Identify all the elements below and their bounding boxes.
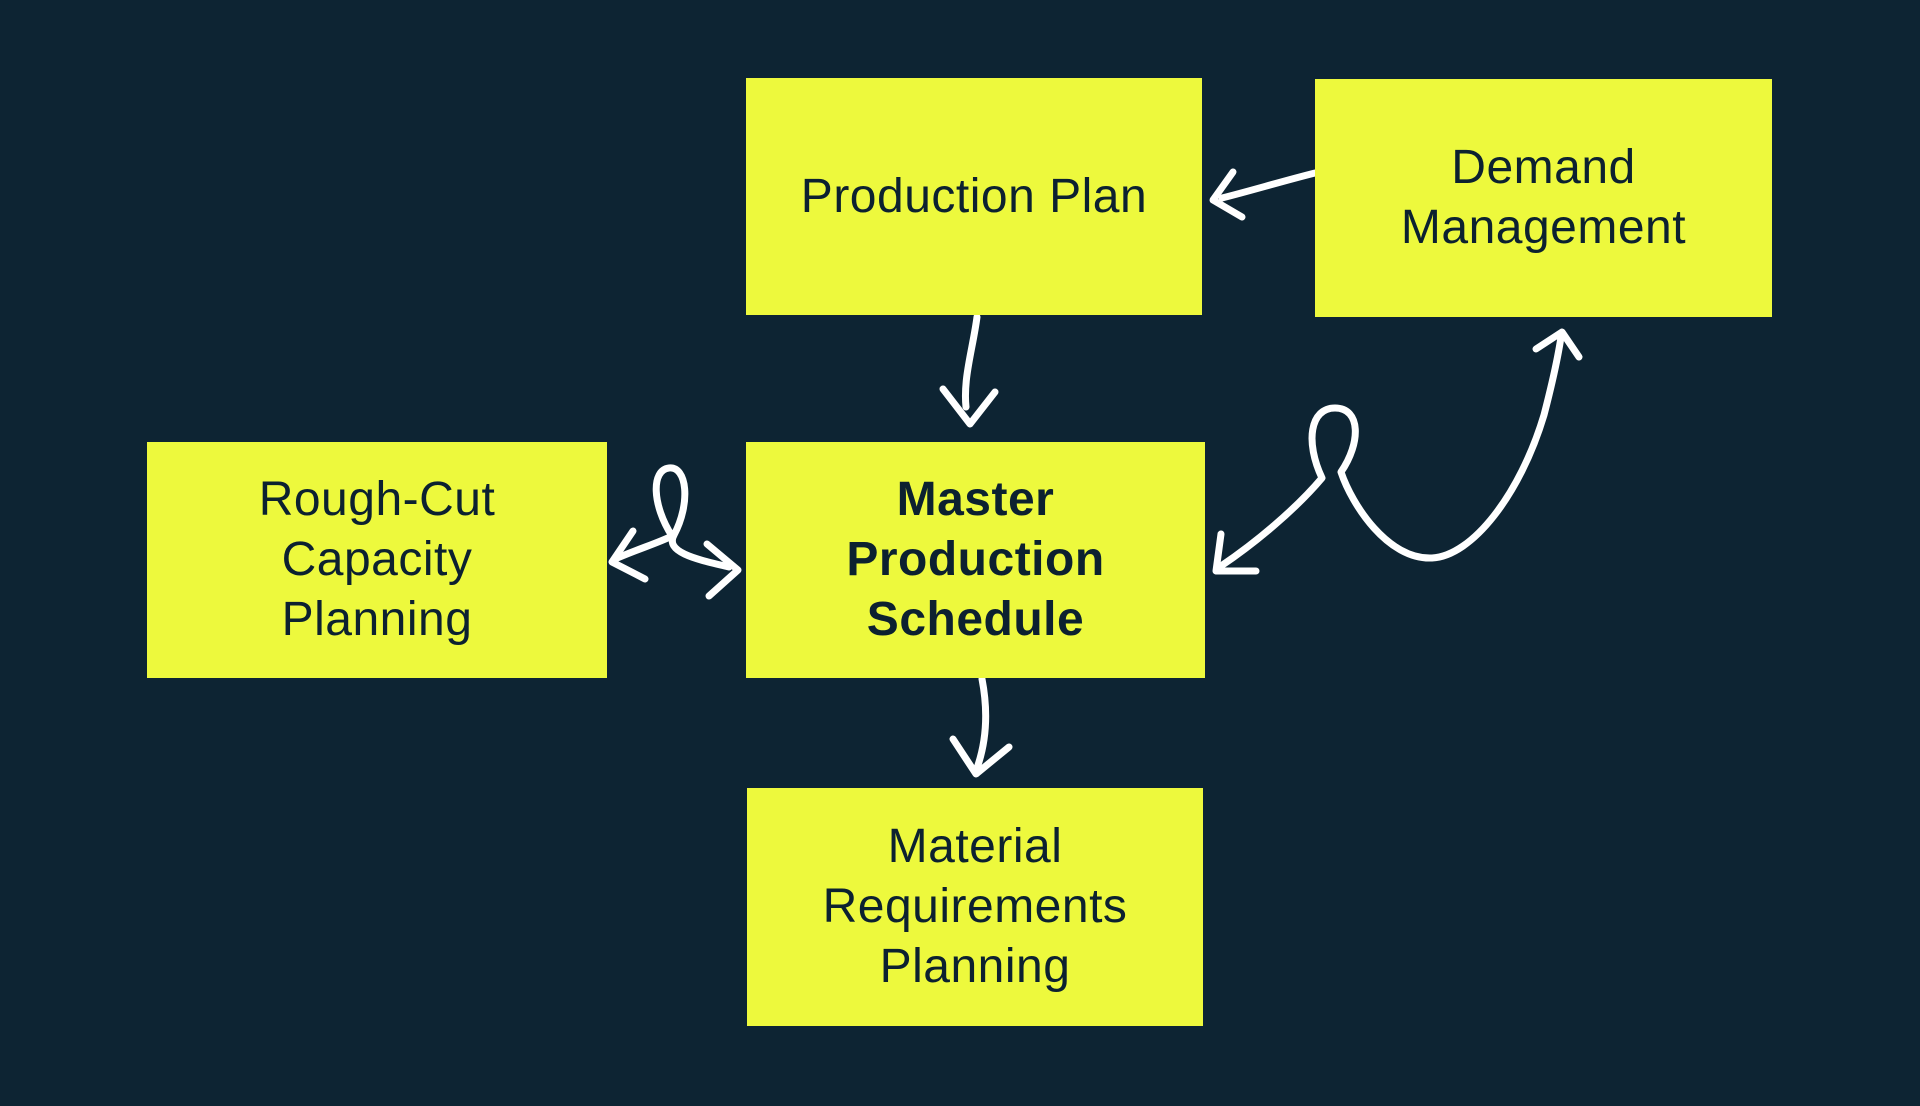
edge-shaft [973,675,990,772]
node-label-line: Schedule [866,593,1085,646]
edge-loop-shaft [611,464,733,571]
arrowhead-up-icon [1532,328,1583,361]
node-label-line: Production [846,533,1105,586]
node-demand-management: Demand Management [1315,79,1772,317]
edge-production-plan-to-master-production-schedule [939,313,999,428]
node-label-line: Management [1400,201,1687,254]
arrowhead-left-icon [608,527,649,583]
edge-master-production-schedule-to-material-requirements-planning [949,675,1013,778]
node-label-line: Material [887,820,1063,873]
edge-shaft [961,313,981,411]
node-label-line: Planning [879,940,1071,993]
node-label-line: Planning [281,593,473,646]
node-label-line: Master [896,473,1055,526]
node-label-line: Rough-Cut [258,473,496,526]
edge-loop-shaft [1217,333,1565,570]
node-label-line: Production Plan [800,169,1148,223]
node-label-line: Demand [1451,141,1636,194]
edge-rough-cut-and-master-production-schedule [608,464,742,600]
edge-shaft [1218,169,1319,202]
node-label-line: Requirements [822,880,1128,933]
arrowhead-down-left-icon [1212,530,1260,575]
node-production-plan: Production Plan [746,78,1202,315]
node-rough-cut-capacity-planning: Rough-Cut Capacity Planning [147,442,607,678]
node-material-requirements-planning: Material Requirements Planning [747,788,1203,1026]
arrowhead-right-icon [703,540,742,600]
edge-master-production-schedule-and-demand-management [1212,328,1583,575]
edge-demand-management-to-production-plan [1209,168,1319,221]
arrowhead-down-icon [939,385,999,428]
node-label-line: Capacity [281,533,473,586]
arrowhead-down-icon [949,735,1013,778]
arrowhead-left-icon [1209,168,1246,221]
node-master-production-schedule: Master Production Schedule [746,442,1205,678]
